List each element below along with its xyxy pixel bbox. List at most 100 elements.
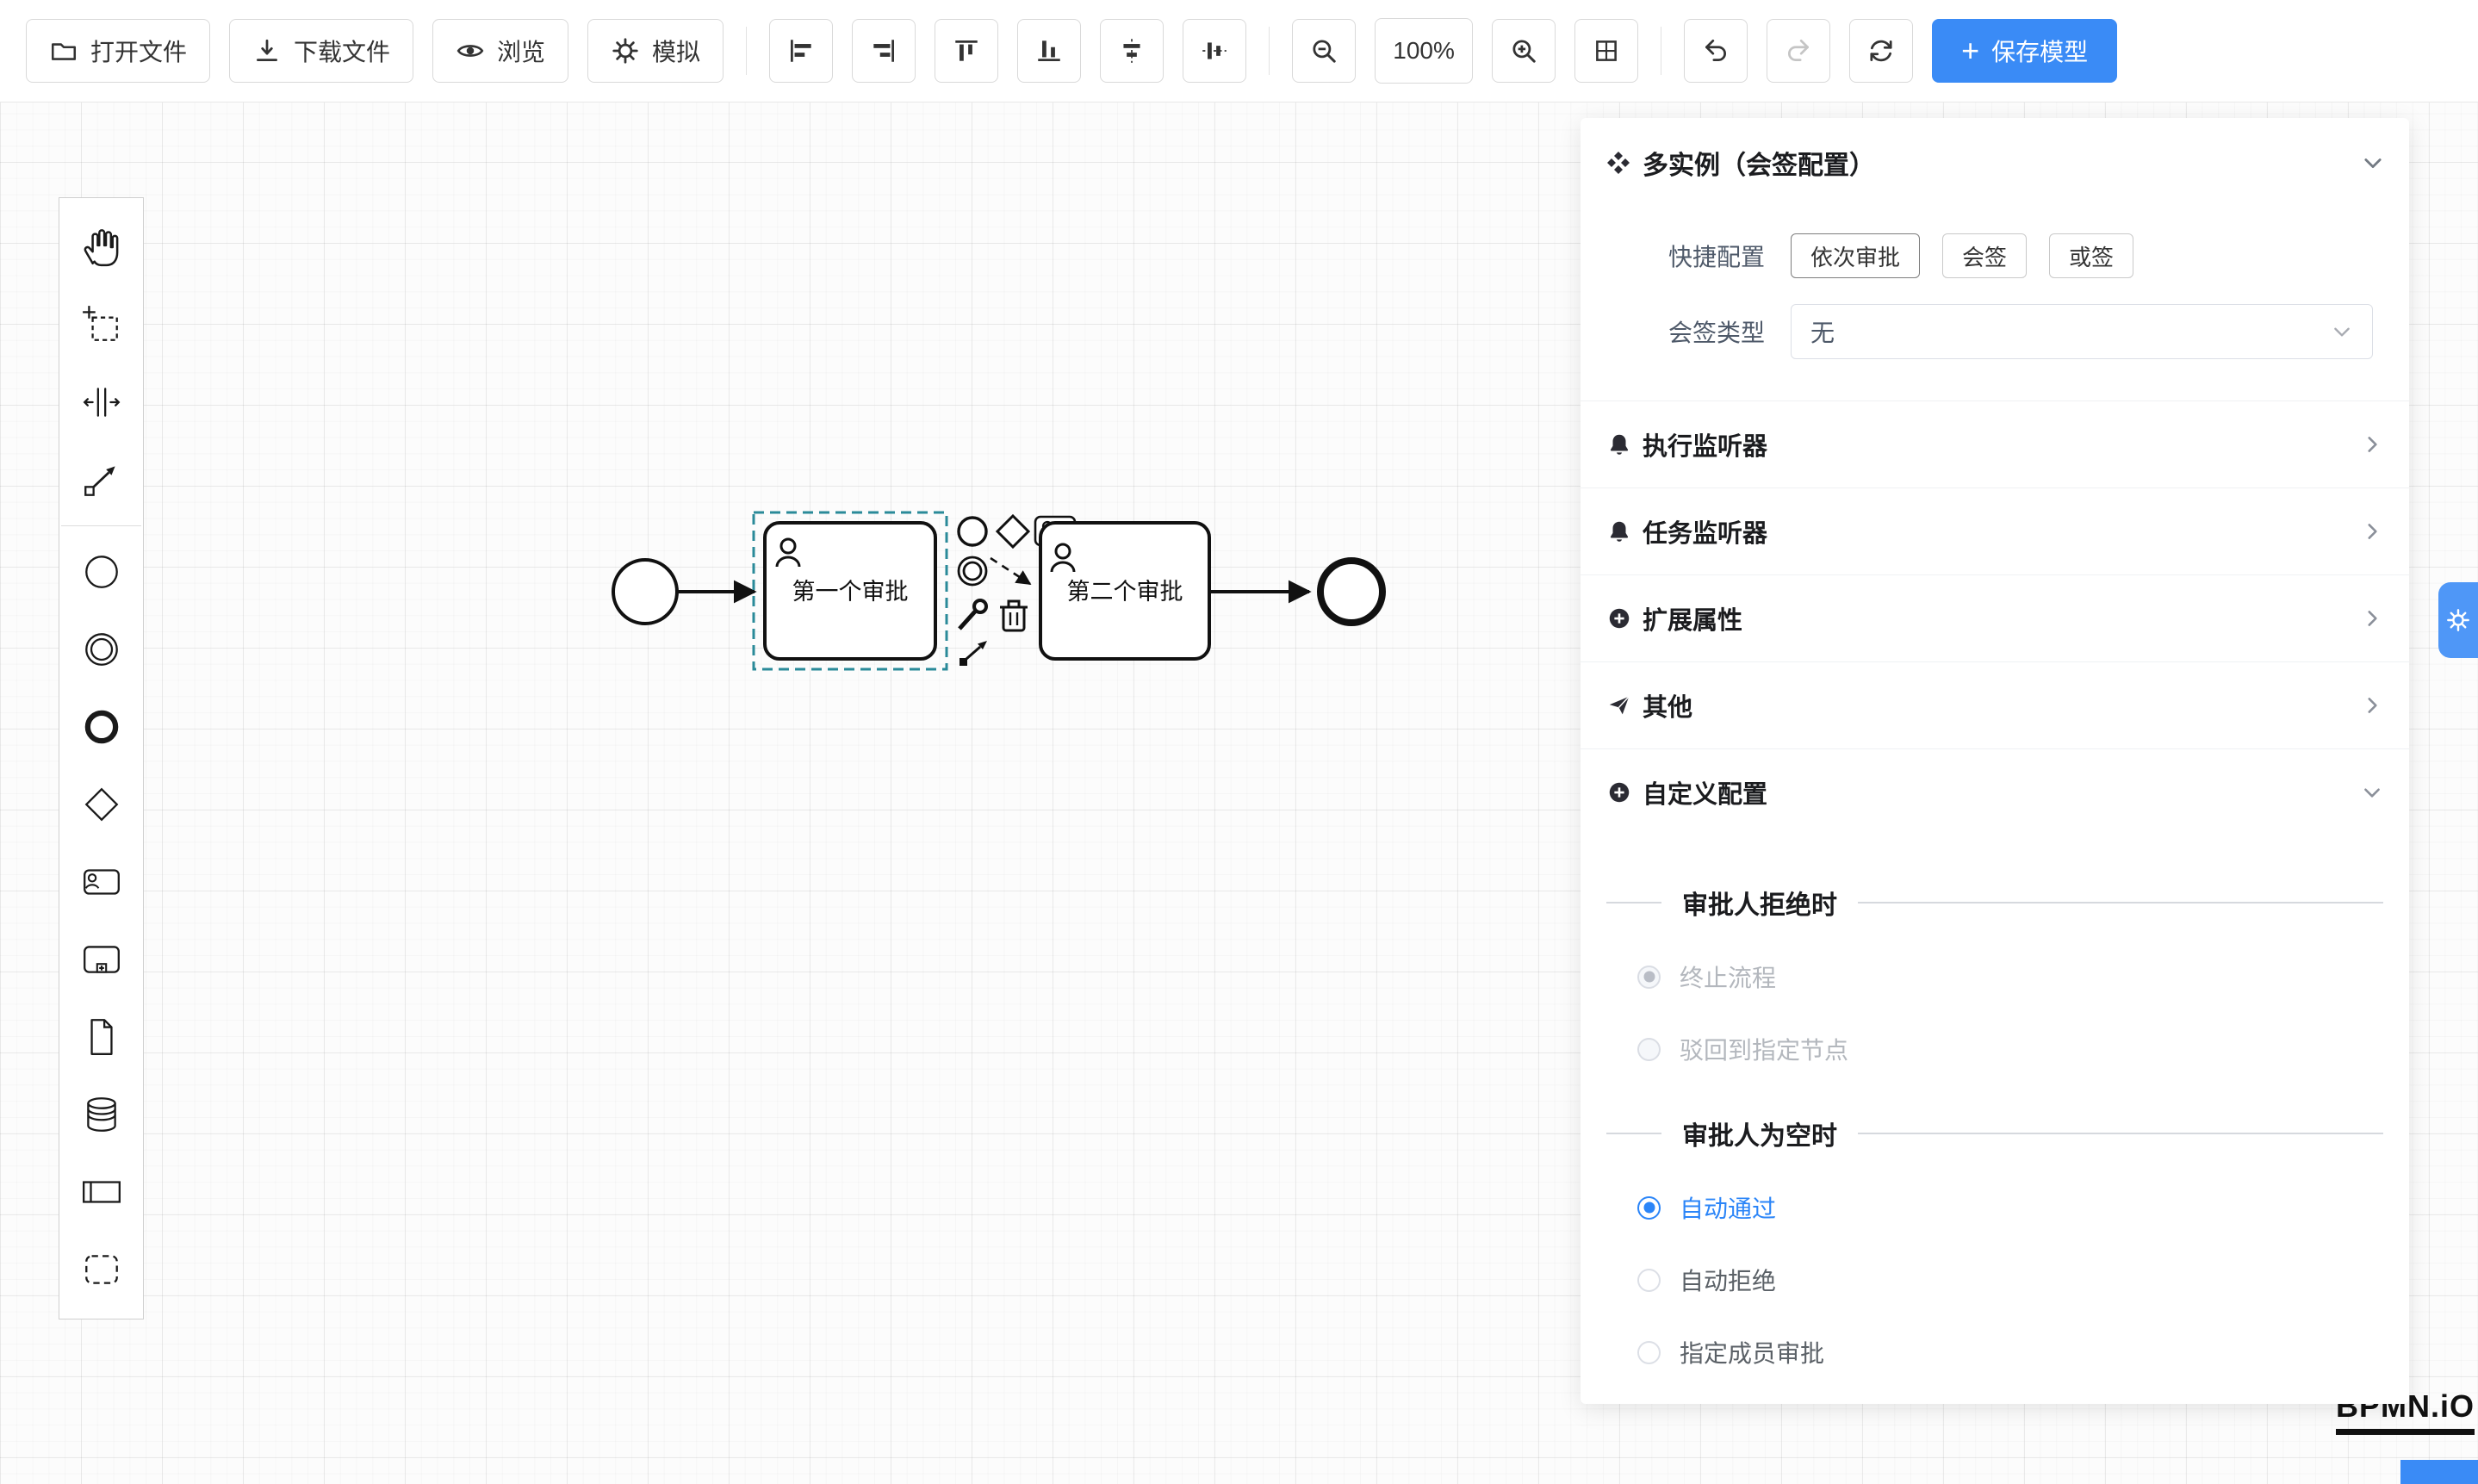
quick-option-or-sign[interactable]: 或签 (2049, 233, 2134, 278)
custom-config-row[interactable]: 自定义配置 (1581, 748, 2409, 835)
radio-auto-pass[interactable]: 自动通过 (1637, 1190, 2383, 1225)
collapse-rows: 执行监听器 任务监听器 扩展属性 (1581, 400, 2409, 835)
undo-button[interactable] (1684, 19, 1748, 83)
open-file-button[interactable]: 打开文件 (26, 19, 211, 83)
save-model-button[interactable]: + 保存模型 (1932, 19, 2118, 83)
countersign-type-select[interactable]: 无 (1791, 304, 2373, 359)
palette-start-event[interactable] (63, 533, 140, 611)
append-gateway-icon[interactable] (995, 513, 1031, 550)
radio-assign-member[interactable]: 指定成员审批 (1637, 1335, 2383, 1369)
palette-end-event[interactable] (63, 688, 140, 766)
toolbar: 打开文件 下载文件 浏览 模拟 (0, 0, 2478, 102)
task-listener-row[interactable]: 任务监听器 (1581, 487, 2409, 574)
reject-section-divider: 审批人拒绝时 (1606, 884, 2383, 922)
quick-option-countersign[interactable]: 会签 (1942, 233, 2028, 278)
redo-button[interactable] (1767, 19, 1831, 83)
bottom-right-blue-strip (2400, 1460, 2478, 1484)
replace-wrench-icon[interactable] (958, 599, 988, 630)
chevron-right-icon (2368, 611, 2377, 626)
divider-line (1606, 1133, 1661, 1134)
custom-config-body: 审批人拒绝时 终止流程 驳回到指定节点 审批人为空时 自动通过 自动拒绝 指定成… (1581, 884, 2409, 1369)
chevron-right-icon (2368, 437, 2377, 452)
undo-icon (1705, 39, 1726, 62)
palette-global-connect-tool[interactable] (63, 441, 140, 518)
radio-label: 自动通过 (1680, 1195, 1777, 1222)
task-listener-label: 任务监听器 (1643, 520, 1768, 548)
palette-user-task[interactable] (63, 843, 140, 921)
plus-icon: + (1961, 33, 1980, 68)
append-intermediate-event-icon[interactable] (957, 556, 988, 587)
selection-outline (752, 511, 948, 671)
fit-viewport-button[interactable] (1574, 19, 1639, 83)
palette-data-object[interactable] (63, 998, 140, 1076)
palette-space-tool[interactable] (63, 363, 140, 441)
align-bottom-button[interactable] (1017, 19, 1082, 83)
user-task-2[interactable]: 第二个审批 (1039, 521, 1211, 661)
divider-line (1858, 1133, 2383, 1134)
countersign-type-value: 无 (1810, 320, 1835, 346)
palette-subprocess[interactable] (63, 921, 140, 998)
radio-label: 指定成员审批 (1680, 1340, 1825, 1367)
execution-listener-label: 执行监听器 (1643, 433, 1768, 461)
radio-circle[interactable] (1637, 1268, 1661, 1292)
zoom-in-button[interactable] (1492, 19, 1556, 83)
multi-instance-section-header[interactable]: 多实例（会签配置） (1581, 118, 2409, 208)
radio-circle[interactable] (1637, 1037, 1661, 1061)
panel-title: 多实例（会签配置） (1643, 152, 1875, 180)
radio-terminate-process[interactable]: 终止流程 (1637, 959, 2383, 994)
end-event[interactable] (1317, 557, 1386, 626)
other-row[interactable]: 其他 (1581, 661, 2409, 748)
execution-listener-row[interactable]: 执行监听器 (1581, 400, 2409, 487)
refresh-button[interactable] (1849, 19, 1914, 83)
append-end-event-icon[interactable] (957, 516, 988, 547)
palette-gateway[interactable] (63, 766, 140, 843)
align-left-button[interactable] (769, 19, 834, 83)
palette-hand-tool[interactable] (63, 208, 140, 286)
radio-circle[interactable] (1637, 1195, 1661, 1220)
radio-circle[interactable] (1637, 965, 1661, 989)
connection-preview (990, 556, 1032, 586)
quick-config-row: 快捷配置 依次审批 会签 或签 (1660, 233, 2409, 278)
radio-return-to-node[interactable]: 驳回到指定节点 (1637, 1032, 2383, 1066)
palette-participant-pool[interactable] (63, 1153, 140, 1231)
align-left-icon (791, 40, 811, 62)
palette-lasso-tool[interactable] (63, 286, 140, 363)
radio-label: 驳回到指定节点 (1680, 1037, 1849, 1064)
preview-label: 浏览 (497, 39, 546, 65)
empty-section-title: 审批人为空时 (1682, 1122, 1837, 1151)
simulate-button[interactable]: 模拟 (587, 19, 724, 83)
start-event[interactable] (612, 558, 679, 625)
align-right-icon (873, 40, 895, 62)
user-icon (1050, 543, 1076, 573)
palette-group[interactable] (63, 1231, 140, 1308)
task1-label: 第一个审批 (792, 579, 909, 605)
align-top-button[interactable] (935, 19, 999, 83)
group-icon (84, 1255, 118, 1284)
folder-icon (51, 43, 77, 60)
connect-arrow-icon[interactable] (960, 641, 987, 666)
align-center-horizontal-button[interactable] (1100, 19, 1164, 83)
download-file-button[interactable]: 下载文件 (229, 19, 414, 83)
preview-button[interactable]: 浏览 (432, 19, 569, 83)
extended-properties-row[interactable]: 扩展属性 (1581, 574, 2409, 661)
gateway-icon (84, 787, 118, 822)
zoom-out-button[interactable] (1292, 19, 1357, 83)
settings-tab[interactable] (2438, 582, 2478, 658)
align-middle-vertical-button[interactable] (1183, 19, 1247, 83)
zoom-in-icon (1512, 40, 1536, 63)
palette-intermediate-event[interactable] (63, 611, 140, 688)
align-right-button[interactable] (852, 19, 916, 83)
chevron-down-icon (2364, 158, 2382, 169)
palette-data-store[interactable] (63, 1076, 140, 1153)
other-label: 其他 (1643, 694, 1693, 722)
pool-icon (82, 1181, 121, 1203)
document-icon (90, 1019, 113, 1055)
delete-trash-icon[interactable] (1000, 599, 1028, 632)
radio-auto-reject[interactable]: 自动拒绝 (1637, 1263, 2383, 1297)
quick-option-sequential[interactable]: 依次审批 (1791, 233, 1921, 278)
user-task-1[interactable]: 第一个审批 (763, 521, 937, 661)
radio-circle[interactable] (1637, 1340, 1661, 1364)
lasso-icon (82, 306, 118, 341)
chevron-right-icon (2368, 524, 2377, 539)
